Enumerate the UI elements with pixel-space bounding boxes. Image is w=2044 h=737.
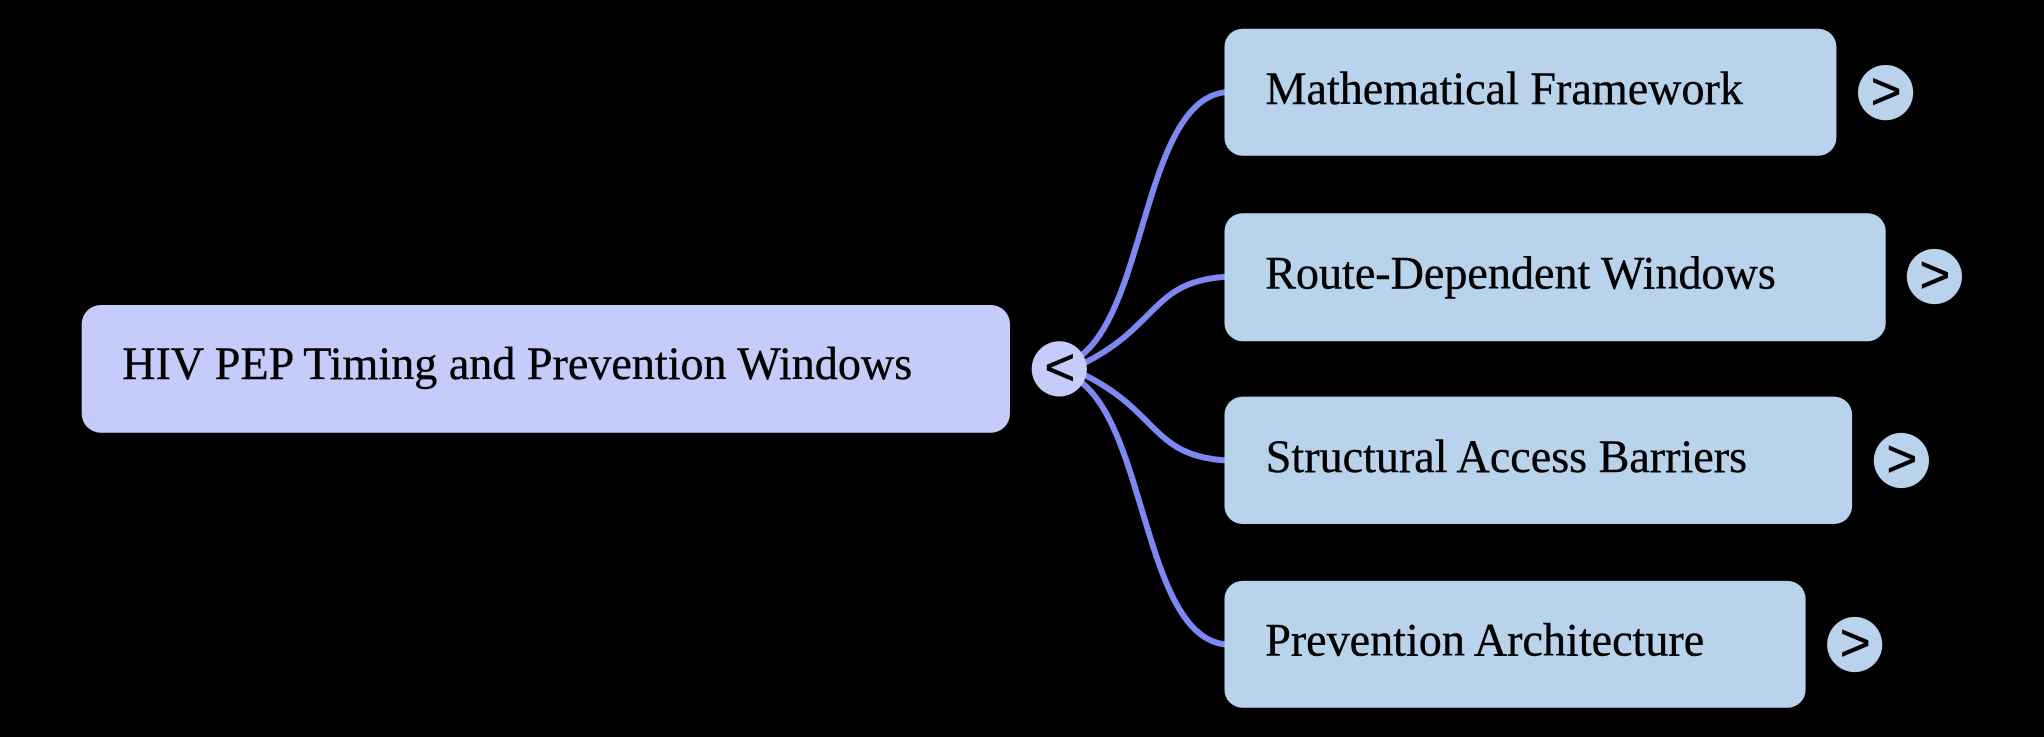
svg-text:HIV PEP Timing and Prevention: HIV PEP Timing and Prevention Windows (122, 338, 912, 389)
svg-text:Prevention Architecture: Prevention Architecture (1265, 615, 1704, 666)
svg-text:Route-Dependent Windows: Route-Dependent Windows (1265, 248, 1776, 299)
svg-text:<: < (1044, 338, 1075, 397)
svg-text:Structural Access Barriers: Structural Access Barriers (1266, 431, 1747, 482)
svg-text:>: > (1840, 614, 1871, 673)
svg-text:>: > (1919, 246, 1950, 305)
svg-text:Mathematical Framework: Mathematical Framework (1266, 63, 1744, 114)
svg-text:>: > (1886, 430, 1917, 489)
svg-text:>: > (1871, 62, 1902, 121)
